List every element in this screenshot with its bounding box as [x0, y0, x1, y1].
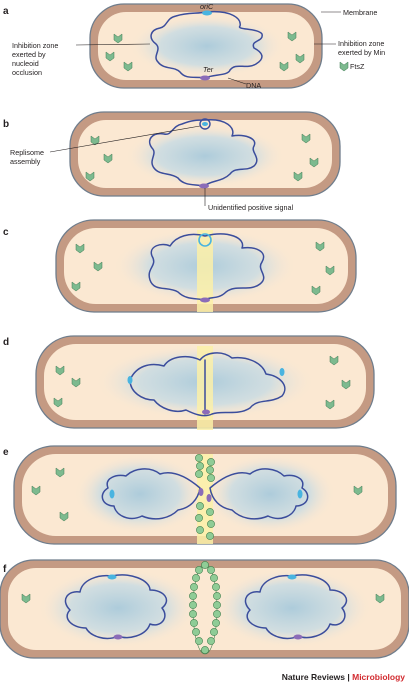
oric-marker-b: [202, 122, 208, 126]
ter-marker-c: [200, 297, 210, 303]
ter-right-e: [206, 494, 212, 502]
label-replisome: Replisome assembly: [10, 148, 46, 166]
panel-f: f: [0, 559, 409, 659]
dna-d: [129, 352, 286, 417]
cell-a: [89, 3, 323, 89]
panel-b: b Replisome assembly Unidentified positi…: [3, 111, 341, 212]
dna-b: [148, 119, 258, 187]
panel-c: c: [3, 219, 357, 313]
label-min-zone: Inhibition zone exerted by Min: [338, 39, 386, 57]
dna-e-right: [209, 468, 309, 520]
nucleoid-e-left: [74, 454, 206, 534]
oric-left-f: [107, 574, 117, 580]
label-dna: DNA: [246, 81, 261, 90]
oric-right-d: [279, 368, 285, 376]
panel-letter-e: e: [3, 447, 9, 458]
oric-right-e: [297, 489, 303, 499]
cell-c: [55, 219, 357, 313]
label-ter: Ter: [203, 65, 214, 74]
ftsz-legend-icon: [339, 61, 349, 72]
ter-marker-d: [202, 409, 210, 415]
oric-pair-c: [198, 233, 212, 247]
label-nucleoid-occlusion: Inhibition zone exerted by nucleoid occl…: [12, 41, 60, 77]
ter-left-e: [198, 488, 204, 496]
oric-left-d: [127, 376, 133, 384]
panel-letter-c: c: [3, 227, 9, 238]
nucleoid-f-left: [38, 568, 198, 648]
panel-e: e: [3, 445, 397, 545]
oric-left-e: [109, 489, 115, 499]
nucleoid-a: [129, 14, 285, 78]
oric-marker-a: [202, 10, 212, 16]
panel-d: d: [3, 335, 375, 430]
panel-letter-b: b: [3, 119, 9, 130]
ter-left-f: [113, 634, 123, 640]
label-positive-signal: Unidentified positive signal: [208, 203, 294, 212]
panel-letter-f: f: [3, 564, 7, 575]
oric-right-f: [287, 574, 297, 580]
cell-e: [13, 445, 397, 545]
nucleoid-f-right: [212, 568, 372, 648]
ftsz-ring-e: [195, 454, 215, 540]
nucleoid-b: [125, 124, 285, 188]
label-ftsz: FtsZ: [350, 62, 365, 71]
dna-e-left: [101, 468, 201, 520]
ter-marker-b: [199, 183, 209, 189]
nucleoid-e-right: [204, 454, 336, 534]
panel-letter-a: a: [3, 6, 9, 17]
cell-b: [69, 111, 341, 197]
journal-credit: Nature Reviews | Microbiology: [282, 672, 406, 682]
replisome-ring-b: [199, 118, 211, 130]
label-oric: oriC: [200, 2, 214, 11]
positive-signal-zone-c: [197, 230, 213, 312]
panel-a: a oriC Membrane Inhibition zone exerted …: [3, 2, 386, 90]
cell-f: [0, 559, 409, 659]
ter-marker-a: [200, 75, 210, 81]
ftsz-ring-f: [189, 561, 221, 655]
label-membrane: Membrane: [343, 8, 377, 17]
panel-letter-d: d: [3, 337, 9, 348]
ter-right-f: [293, 634, 303, 640]
